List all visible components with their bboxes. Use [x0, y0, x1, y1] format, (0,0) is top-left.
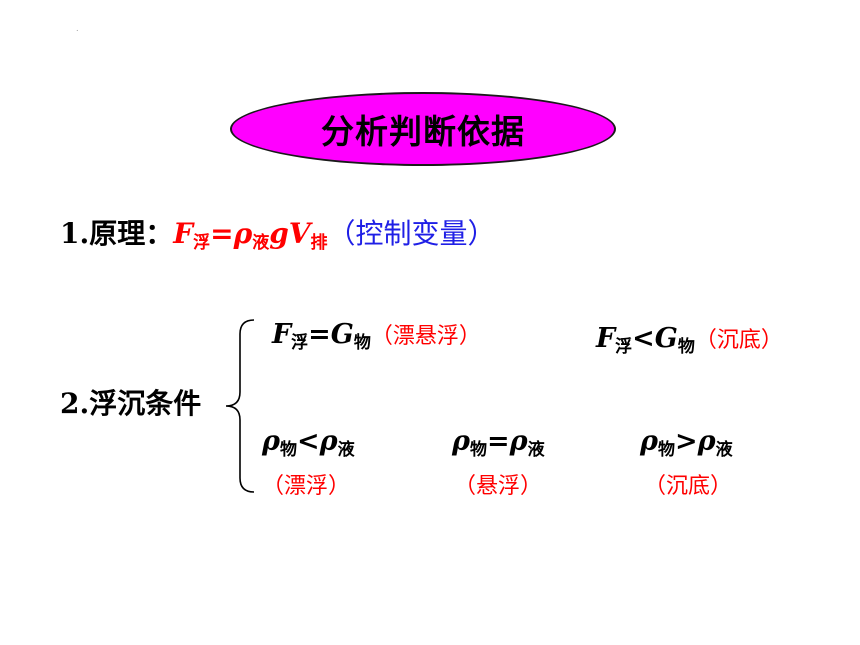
density-note-suspend: （悬浮） [454, 474, 543, 499]
weight-symbol: G [330, 319, 354, 350]
buoyancy-subscript: 浮 [193, 233, 211, 253]
liquid-subscript: 液 [337, 440, 355, 460]
principle-label: 1.原理： [60, 217, 174, 250]
liquid-subscript: 液 [715, 440, 733, 460]
density-condition-float: ρ物<ρ液 [262, 426, 355, 460]
buoyancy-symbol: F [596, 323, 616, 354]
operator: < [632, 323, 655, 354]
volume-symbol: V [288, 217, 311, 250]
buoyancy-subscript: 浮 [615, 337, 633, 357]
principle-note: （控制变量） [327, 217, 496, 250]
operator: > [674, 426, 698, 457]
object-subscript: 物 [279, 440, 297, 460]
displaced-subscript: 排 [310, 233, 328, 253]
operator: = [308, 319, 331, 350]
operator: = [486, 426, 510, 457]
buoyancy-symbol: F [272, 319, 292, 350]
object-subscript: 物 [469, 440, 487, 460]
density-symbol: ρ [452, 426, 470, 457]
condition-float-suspend: F浮=G物（漂悬浮） [272, 318, 481, 353]
condition-sink: F浮<G物（沉底） [596, 322, 783, 357]
curly-brace [225, 319, 255, 493]
operator: < [296, 426, 320, 457]
weight-symbol: G [654, 323, 678, 354]
liquid-subscript: 液 [252, 233, 270, 253]
density-condition-sink: ρ物>ρ液 [640, 426, 733, 460]
density-symbol: ρ [640, 426, 658, 457]
liquid-subscript: 液 [527, 440, 545, 460]
gravity-symbol: g [269, 217, 289, 250]
object-subscript: 物 [657, 440, 675, 460]
condition-note: （沉底） [694, 328, 783, 353]
buoyancy-symbol: F [173, 217, 194, 250]
equals-sign: = [210, 217, 234, 250]
density-symbol: ρ [262, 426, 280, 457]
density-note-float: （漂浮） [262, 474, 351, 499]
slide-marker: . [76, 24, 79, 33]
density-symbol: ρ [509, 426, 528, 457]
object-subscript: 物 [677, 337, 695, 357]
density-symbol: ρ [233, 217, 253, 250]
title-oval: 分析判断依据 [230, 92, 616, 166]
buoyancy-subscript: 浮 [291, 333, 309, 353]
density-condition-suspend: ρ物=ρ液 [452, 426, 545, 460]
object-subscript: 物 [353, 333, 371, 353]
density-symbol: ρ [697, 426, 716, 457]
conditions-label: 2.浮沉条件 [60, 387, 202, 420]
condition-note: （漂悬浮） [370, 324, 481, 349]
slide-title: 分析判断依据 [321, 112, 525, 151]
density-symbol: ρ [319, 426, 338, 457]
principle-line: 1.原理：F浮=ρ液gV排（控制变量） [60, 212, 496, 253]
density-note-sink: （沉底） [644, 474, 733, 499]
